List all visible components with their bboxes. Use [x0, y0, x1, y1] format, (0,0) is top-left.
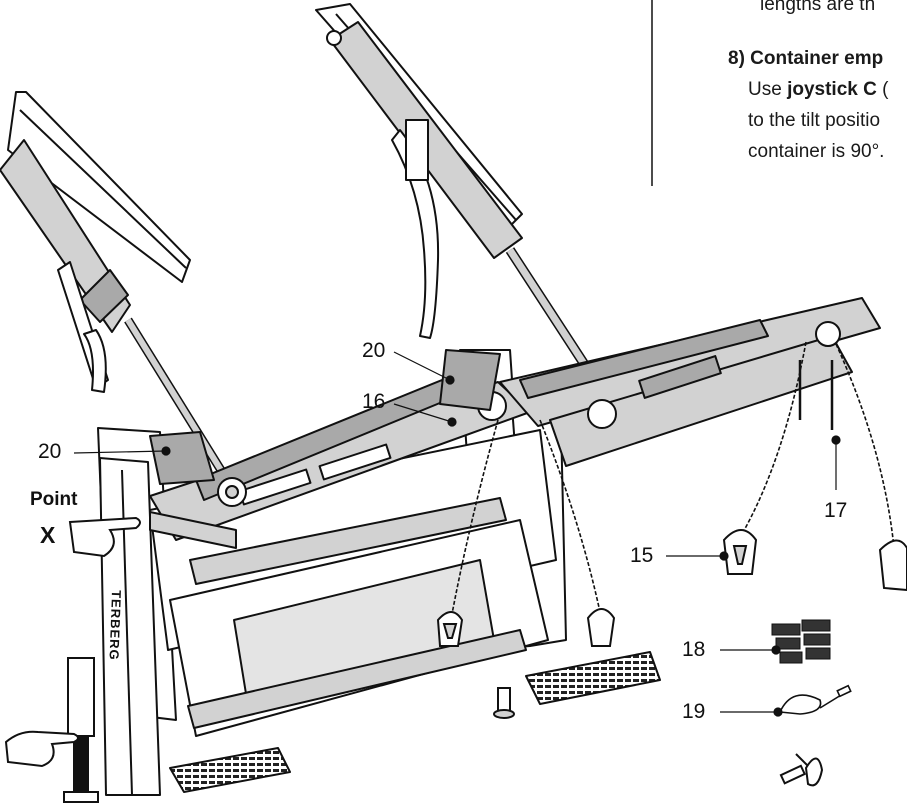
- center-raised-arm: [315, 3, 523, 339]
- lowered-arms: [149, 297, 881, 549]
- label-set-part-18: [771, 619, 831, 664]
- seal-clip-detail: [779, 753, 824, 787]
- instruction-text: lengths are th 8) Container emp Use joys…: [690, 0, 907, 200]
- seal-part-19: [778, 684, 852, 715]
- point-label-word: Point: [30, 489, 78, 510]
- instruction-line-2: to the tilt positio: [748, 110, 881, 131]
- joystick-reference: joystick C: [787, 79, 877, 100]
- brand-lettering: TERBERG: [107, 590, 124, 661]
- callout-20-upper: 20: [362, 339, 386, 362]
- hook-plates: [436, 529, 907, 647]
- main-frame: [97, 349, 567, 796]
- chain-hooks: [451, 341, 895, 615]
- instruction-line-1-prefix: Use: [748, 79, 788, 100]
- pointing-hand-icon: [68, 516, 141, 558]
- left-raised-arm: [0, 91, 191, 393]
- step-heading: 8) Container emp: [728, 48, 884, 69]
- callout-18: 18: [682, 638, 706, 661]
- callout-16: 16: [362, 390, 386, 413]
- callout-17: 17: [824, 499, 848, 522]
- callout-20-left: 20: [38, 440, 62, 463]
- instruction-line-3: container is 90°.: [748, 141, 885, 162]
- callout-19: 19: [682, 700, 706, 723]
- callout-15: 15: [630, 544, 654, 567]
- pointing-hand-lower-icon: [4, 730, 79, 768]
- point-label-letter: X: [40, 522, 56, 548]
- instruction-fragment-top: lengths are th: [760, 0, 876, 15]
- left-cylinder-rod: [124, 317, 236, 491]
- support-feet: [63, 657, 515, 803]
- leader-lines: [73, 351, 841, 717]
- instruction-line-1: Use joystick C (: [748, 79, 888, 101]
- footsteps: [169, 651, 661, 793]
- instruction-line-1-suffix: (: [876, 79, 889, 100]
